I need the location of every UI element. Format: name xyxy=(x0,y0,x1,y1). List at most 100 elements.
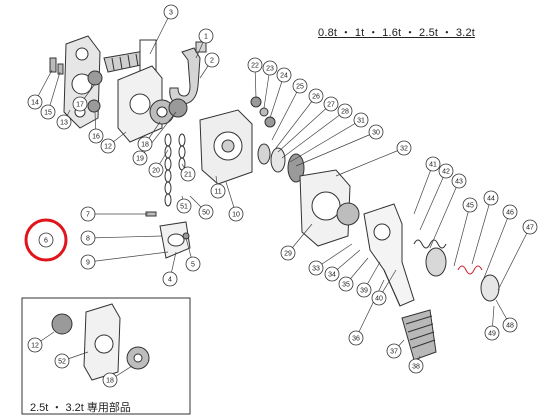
part-callout-7: 7 xyxy=(80,206,96,222)
part-callout-45: 45 xyxy=(462,197,478,213)
part-callout-number: 10 xyxy=(232,212,240,219)
part-callout-38: 38 xyxy=(408,358,424,374)
part-callout-number: 36 xyxy=(352,336,360,343)
part-callout-number: 45 xyxy=(466,203,474,210)
leader-line-47 xyxy=(497,226,531,291)
part-callout-number: 43 xyxy=(455,179,463,186)
part-callout-bubble xyxy=(484,325,500,341)
part-callout-number: 52 xyxy=(58,359,66,366)
part-callout-number: 38 xyxy=(412,364,420,371)
part-callout-29: 29 xyxy=(280,245,296,261)
part-callout-number: 32 xyxy=(400,146,408,153)
part-callout-number: 28 xyxy=(341,109,349,116)
part-callout-number: 34 xyxy=(328,272,336,279)
part-callout-number: 6 xyxy=(44,238,48,245)
part-callout-23: 23 xyxy=(262,60,278,76)
part-callout-bubble xyxy=(163,4,179,20)
part-callout-47: 47 xyxy=(522,219,538,235)
part-callout-bubble xyxy=(56,114,72,130)
part-callout-32: 32 xyxy=(396,140,412,156)
highlight-ring-part-6 xyxy=(24,218,68,262)
part-callout-25: 25 xyxy=(292,78,308,94)
part-callout-number: 18 xyxy=(141,142,149,149)
part-callout-number: 31 xyxy=(357,118,365,125)
part-callout-bubble xyxy=(408,358,424,374)
leader-line-26 xyxy=(275,95,317,149)
part-callout-18: 18 xyxy=(137,136,153,152)
part-shape-ratchet-wheel xyxy=(336,202,360,226)
part-callout-22: 22 xyxy=(247,57,263,73)
part-callout-bubble xyxy=(356,282,372,298)
part-callout-number: 44 xyxy=(487,196,495,203)
part-callout-21: 21 xyxy=(180,166,196,182)
part-callout-42: 42 xyxy=(438,163,454,179)
part-shape-disc-28 xyxy=(257,143,271,165)
leader-line-25 xyxy=(271,85,301,141)
part-callout-16: 16 xyxy=(88,128,104,144)
part-callout-number: 35 xyxy=(342,282,350,289)
part-callout-2: 2 xyxy=(204,52,220,68)
part-callout-number: 26 xyxy=(312,94,320,101)
part-callout-bubble xyxy=(80,254,96,270)
part-callout-number: 2 xyxy=(210,58,214,65)
part-callout-number: 39 xyxy=(360,288,368,295)
leader-line-28 xyxy=(281,110,346,159)
part-shape-gear-16 xyxy=(87,99,101,113)
capacity-range-label: 0.8t ・ 1t ・ 1.6t ・ 2.5t ・ 3.2t xyxy=(318,27,476,39)
part-callout-number: 23 xyxy=(266,66,274,73)
part-shape-disc-29 xyxy=(270,147,286,173)
part-callout-bubble xyxy=(176,198,192,214)
part-callout-9: 9 xyxy=(80,254,96,270)
part-callout-number: 7 xyxy=(86,212,90,219)
part-shape-spring xyxy=(413,239,447,249)
leader-line-27 xyxy=(277,103,332,153)
part-shape-gear-20 xyxy=(168,98,188,118)
leader-line-42 xyxy=(419,170,447,231)
part-shape-grip-39 xyxy=(401,309,437,361)
part-callout-bubble xyxy=(386,343,402,359)
part-callout-number: 12 xyxy=(31,343,39,350)
part-callout-number: 51 xyxy=(180,204,188,211)
part-callout-bubble xyxy=(324,266,340,282)
part-callout-number: 14 xyxy=(31,100,39,107)
leader-line-44 xyxy=(471,197,492,265)
part-callout-number: 15 xyxy=(44,110,52,117)
part-callout-number: 4 xyxy=(168,277,172,284)
part-shape-top-hook xyxy=(169,47,201,105)
part-callout-bubble xyxy=(72,96,88,112)
part-callout-number: 37 xyxy=(390,349,398,356)
part-callout-36: 36 xyxy=(348,330,364,346)
part-callout-44: 44 xyxy=(483,190,499,206)
part-callout-bubble xyxy=(308,88,324,104)
leader-line-41 xyxy=(413,163,434,215)
part-callout-bubble xyxy=(198,28,214,44)
inset-caption: 2.5t ・ 3.2t 専用部品 xyxy=(30,402,131,414)
part-callout-27: 27 xyxy=(323,96,339,112)
part-callout-bubble xyxy=(210,183,226,199)
part-callout-number: 29 xyxy=(284,251,292,258)
part-callout-bubble xyxy=(132,150,148,166)
part-callout-bubble xyxy=(40,104,56,120)
part-shape-lever-handle xyxy=(363,203,415,307)
part-callout-bubble xyxy=(27,94,43,110)
part-callout-bubble xyxy=(483,190,499,206)
inset-frame xyxy=(21,297,191,415)
part-callout-number: 24 xyxy=(280,73,288,80)
part-callout-number: 42 xyxy=(442,169,450,176)
part-callout-1: 1 xyxy=(198,28,214,44)
part-callout-6: 6 xyxy=(38,232,54,248)
part-callout-40: 40 xyxy=(371,290,387,306)
part-callout-bubble xyxy=(353,112,369,128)
part-callout-number: 20 xyxy=(152,168,160,175)
part-callout-8: 8 xyxy=(80,230,96,246)
part-callout-number: 11 xyxy=(214,189,221,196)
part-callout-number: 8 xyxy=(86,236,90,243)
part-callout-bubble xyxy=(337,103,353,119)
part-callout-bubble xyxy=(88,128,104,144)
leader-line-24 xyxy=(269,74,285,119)
part-callout-bubble xyxy=(148,162,164,178)
part-callout-37: 37 xyxy=(386,343,402,359)
part-callout-bubble xyxy=(276,67,292,83)
